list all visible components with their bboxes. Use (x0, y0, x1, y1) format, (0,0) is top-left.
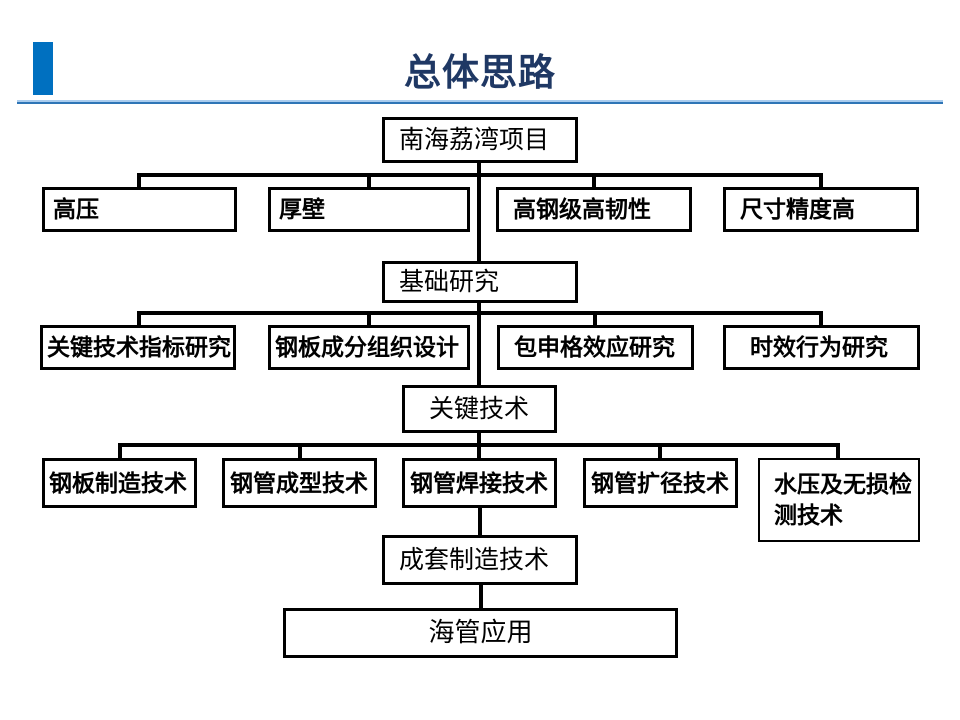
node-key-technology: 关键技术 (402, 385, 557, 433)
node-label: 时效行为研究 (750, 334, 888, 361)
node-label: 钢板制造技术 (49, 469, 187, 496)
node-label: 关键技术指标研究 (47, 334, 231, 361)
connector-branch-3 (118, 443, 840, 447)
connector-branch-2 (137, 311, 823, 315)
connector-stub (367, 173, 371, 187)
title-accent-bar (33, 42, 53, 95)
connector-stub (137, 173, 141, 187)
connector-stub (118, 443, 122, 458)
connector-stub (819, 173, 823, 187)
node-label: 水压及无损检测技术 (774, 470, 912, 528)
node-key-tech-indicator-research: 关键技术指标研究 (40, 325, 236, 370)
node-label: 海管应用 (428, 617, 533, 648)
node-label: 厚壁 (279, 196, 325, 223)
connector-trunk-4 (478, 508, 482, 535)
connector-stub (658, 443, 662, 458)
connector-stub (593, 311, 597, 325)
node-high-grade-high-toughness: 高钢级高韧性 (496, 187, 692, 232)
node-high-dimension-accuracy: 尺寸精度高 (723, 187, 919, 232)
node-subsea-pipe-application: 海管应用 (283, 608, 678, 658)
node-label: 包申格效应研究 (514, 334, 675, 361)
connector-branch-1 (137, 173, 823, 177)
node-aging-behavior-research: 时效行为研究 (723, 325, 920, 370)
connector-stub (137, 311, 141, 325)
node-label: 基础研究 (399, 267, 500, 296)
node-label: 钢板成分组织设计 (275, 334, 459, 361)
node-high-pressure: 高压 (42, 187, 237, 232)
page-title: 总体思路 (404, 52, 556, 93)
node-complete-manufacturing-tech: 成套制造技术 (382, 535, 578, 585)
node-plate-composition-design: 钢板成分组织设计 (268, 325, 470, 370)
node-thick-wall: 厚壁 (268, 187, 470, 232)
node-label: 成套制造技术 (399, 545, 550, 574)
connector-stub (836, 443, 840, 458)
node-nanhai-liwan-project: 南海荔湾项目 (382, 117, 578, 163)
connector-trunk-1 (477, 163, 481, 261)
node-basic-research: 基础研究 (382, 261, 578, 303)
node-pipe-forming-tech: 钢管成型技术 (222, 458, 377, 508)
connector-trunk-2 (477, 303, 481, 385)
connector-trunk-5 (479, 585, 483, 608)
node-bauschinger-effect-research: 包申格效应研究 (497, 325, 694, 370)
connector-stub (367, 311, 371, 325)
connector-stub (819, 311, 823, 325)
node-label: 钢管焊接技术 (410, 469, 548, 496)
connector-stub (592, 173, 596, 187)
connector-stub (298, 443, 302, 458)
node-pipe-expansion-tech: 钢管扩径技术 (583, 458, 738, 508)
node-label: 高钢级高韧性 (513, 196, 651, 223)
node-plate-manufacturing-tech: 钢板制造技术 (42, 458, 197, 508)
node-hydrotest-ndt-tech: 水压及无损检测技术 (758, 458, 920, 542)
node-label: 钢管成型技术 (230, 469, 368, 496)
title-divider-line (17, 100, 943, 104)
node-label: 南海荔湾项目 (399, 125, 550, 154)
node-label: 关键技术 (429, 394, 530, 423)
node-label: 高压 (53, 196, 99, 223)
node-label: 钢管扩径技术 (591, 469, 729, 496)
node-pipe-welding-tech: 钢管焊接技术 (402, 458, 557, 508)
node-label: 尺寸精度高 (740, 196, 855, 223)
